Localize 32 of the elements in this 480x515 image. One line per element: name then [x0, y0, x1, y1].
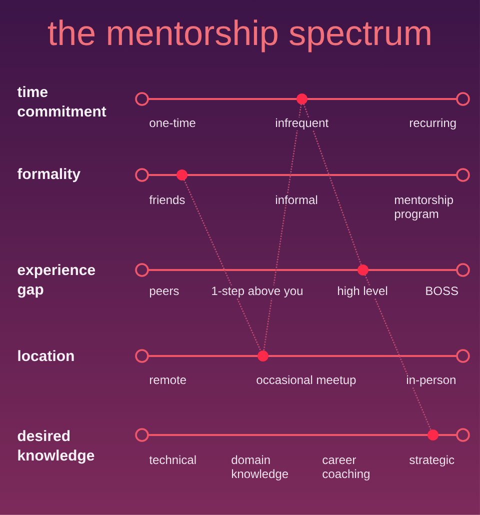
row-heading: time commitment: [17, 86, 106, 117]
scale-label: 1-step above you: [210, 285, 304, 298]
row-heading: experience gap: [18, 264, 96, 298]
scale-label: career coaching: [322, 458, 370, 480]
dotted-connector: [263, 104, 302, 352]
scale-label: recurring: [408, 117, 458, 130]
scale-label: BOSS: [424, 286, 460, 296]
scale-label: informal: [274, 194, 319, 206]
scale-label: infrequent: [274, 117, 330, 130]
scale-label: strategic: [408, 454, 456, 468]
selected-dot: [428, 430, 438, 440]
selected-dot: [258, 350, 268, 362]
scale-label: mentorship program: [394, 195, 454, 220]
title: the mentorship spectrum: [48, 20, 430, 52]
scale-label: remote: [148, 375, 188, 386]
row-heading: formality: [17, 168, 80, 182]
row-heading: location: [18, 350, 74, 362]
dotted-connector: [303, 104, 362, 266]
selected-dot: [296, 94, 308, 104]
scale-label: technical: [148, 454, 198, 466]
dotted-connector: [184, 179, 262, 352]
scale-label: friends: [148, 194, 186, 206]
dotted-connector: [364, 274, 432, 430]
selected-dot: [176, 170, 188, 180]
scale-label: one-time: [148, 117, 197, 128]
scale-label: domain knowledge: [232, 455, 288, 480]
scale-label: occasional meetup: [255, 374, 358, 388]
scale-label: peers: [148, 288, 180, 298]
scale-label: high level: [336, 285, 389, 298]
scale-label: in-person: [405, 374, 458, 388]
row-heading: desired knowledge: [18, 430, 94, 464]
selected-dot: [358, 264, 368, 276]
